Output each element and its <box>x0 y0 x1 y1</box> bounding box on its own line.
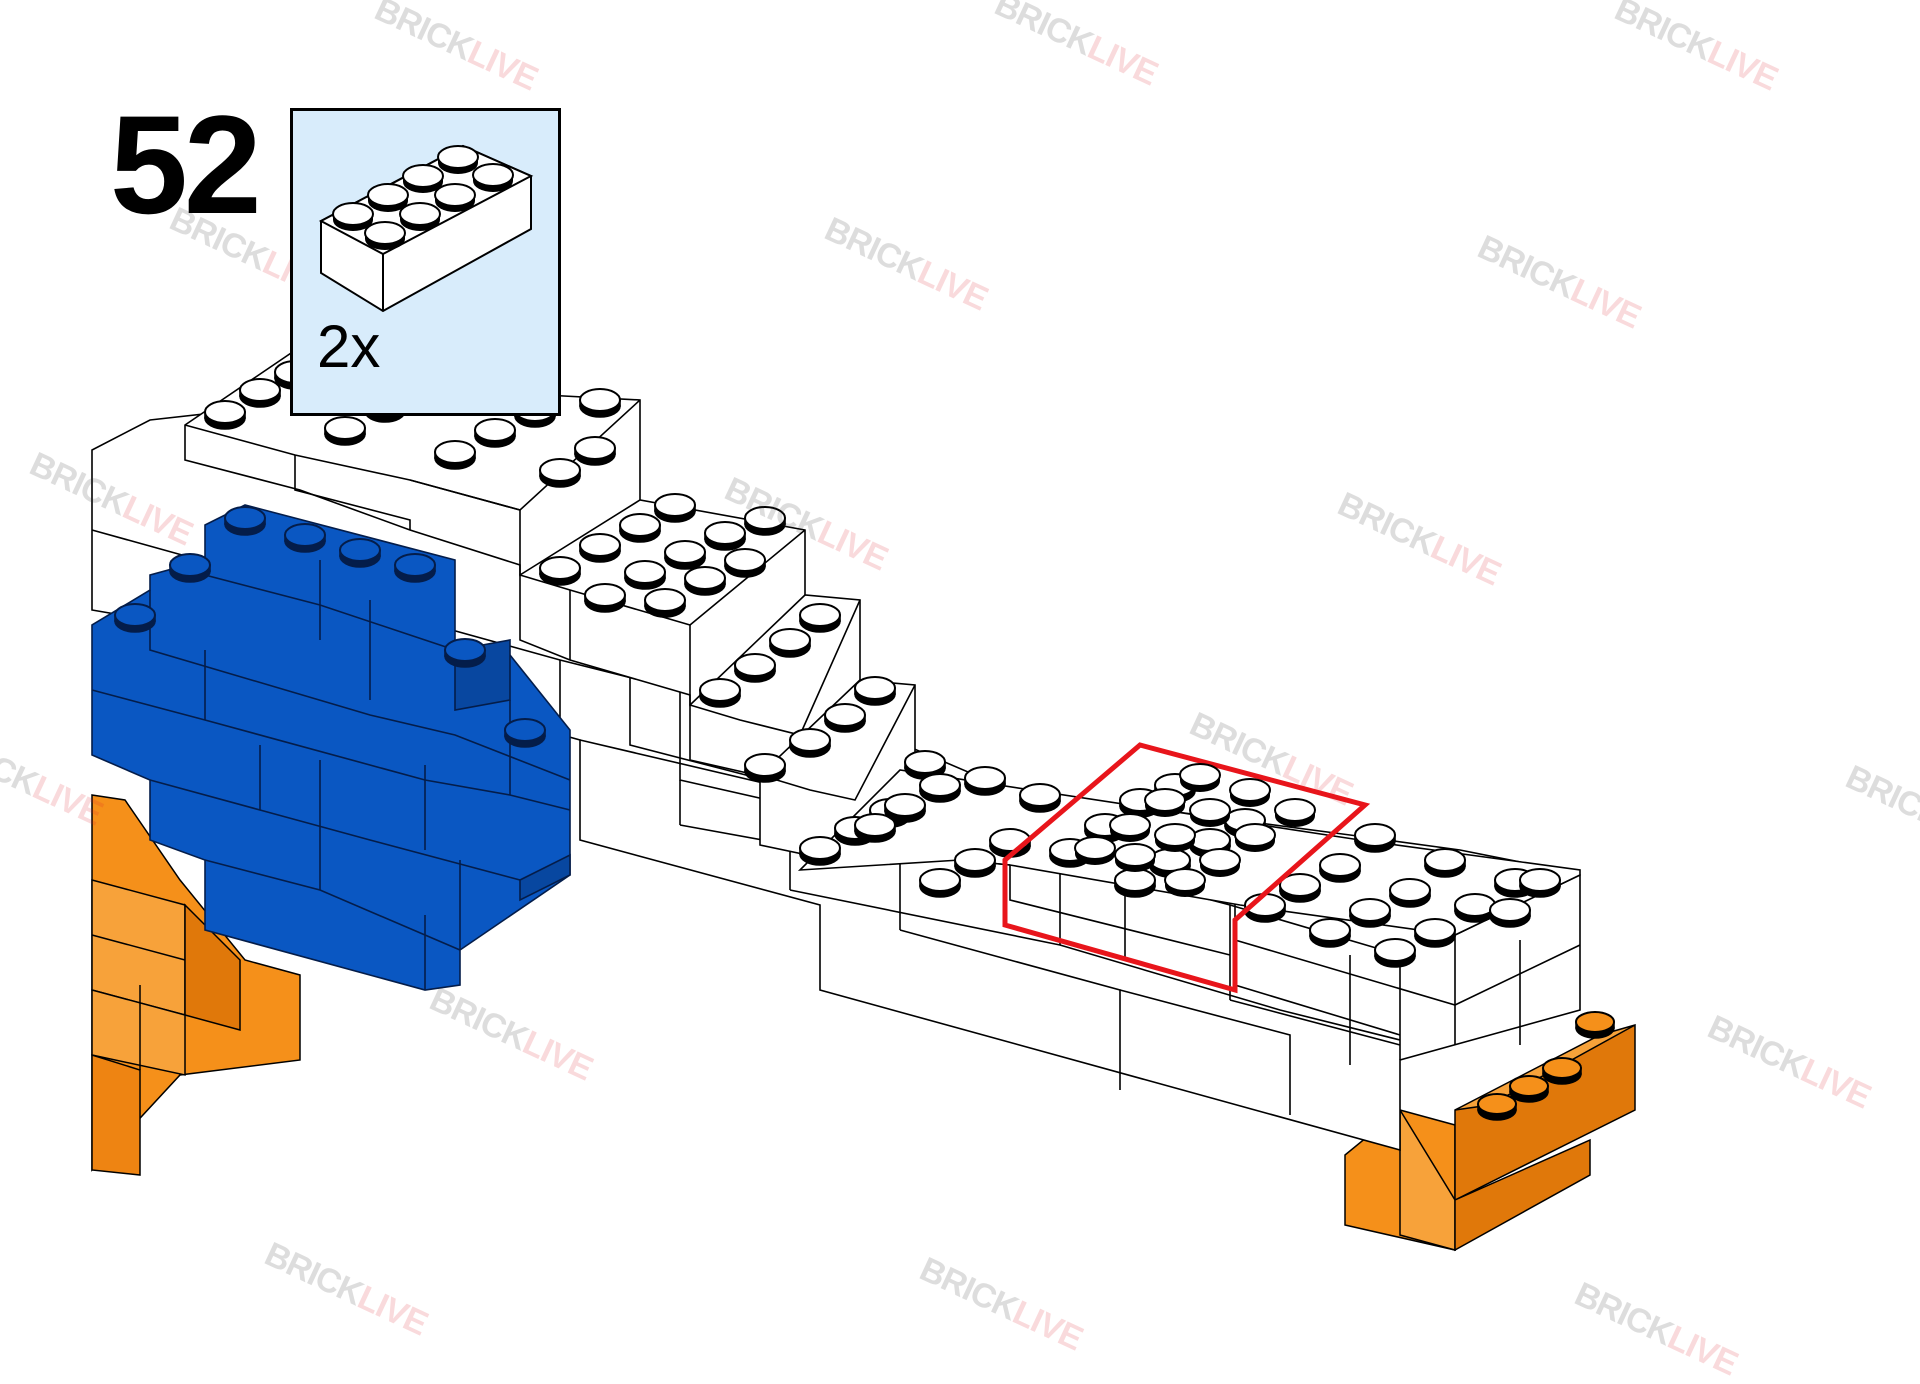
orange-base-left <box>91 794 301 1176</box>
orange-base-right <box>1344 1011 1636 1252</box>
blue-bricks <box>91 504 571 991</box>
parts-callout: 2x <box>290 108 561 416</box>
step-number: 52 <box>110 86 262 243</box>
white-top-right-row <box>797 750 1581 968</box>
part-quantity: 2x <box>317 313 381 380</box>
white-2x4-brick-icon <box>318 144 534 313</box>
highlight-outline <box>1002 742 1371 994</box>
